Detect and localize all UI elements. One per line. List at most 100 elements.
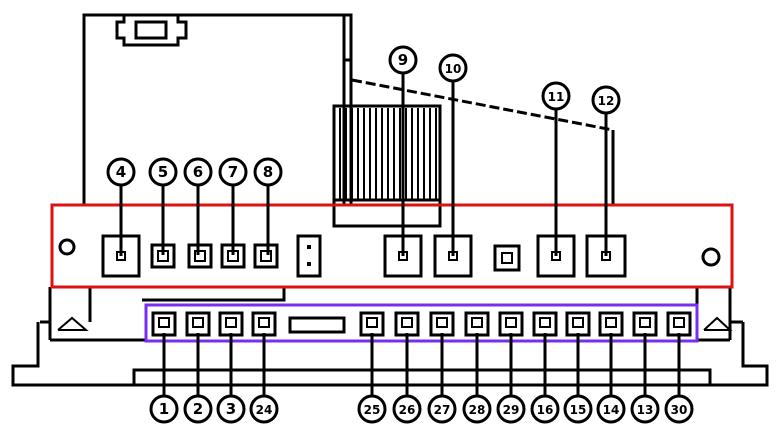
callout-bubble [249, 394, 279, 424]
callout-label: 29 [503, 403, 520, 417]
callout-label: 28 [469, 403, 486, 417]
callout-bubble [596, 394, 626, 424]
top-connectors [101, 234, 627, 278]
callout-label: 25 [364, 403, 381, 417]
callout-15: 15 [563, 394, 593, 424]
small-socket [253, 243, 279, 269]
callout-29: 29 [496, 394, 526, 424]
callout-label: 9 [398, 51, 408, 69]
callout-label: 2 [193, 400, 203, 418]
callout-bubble [106, 157, 136, 187]
callout-bubble [392, 394, 422, 424]
lid-handle [115, 15, 188, 47]
socket-pin [225, 317, 237, 328]
socket-pin [639, 317, 651, 328]
callout-8: 8 [253, 157, 283, 187]
socket-pin [194, 250, 206, 262]
socket-pin [673, 317, 685, 328]
top-connector-panel [50, 203, 734, 289]
strip-socket [185, 311, 211, 337]
callout-25: 25 [357, 394, 387, 424]
strip-socket [598, 311, 624, 337]
dual-slot [296, 234, 322, 278]
callout-27: 27 [427, 394, 457, 424]
callout-label: 1 [159, 400, 169, 418]
callout-label: 6 [193, 163, 203, 181]
callout-label: 13 [637, 403, 654, 417]
callout-bubble [388, 45, 418, 75]
strip-socket [532, 311, 558, 337]
callout-14: 14 [596, 394, 626, 424]
socket-pin [158, 317, 170, 328]
callout-label: 26 [399, 403, 416, 417]
device-base [11, 287, 769, 387]
socket-pin [539, 317, 551, 328]
callout-bubble [218, 157, 248, 187]
callout-6: 6 [183, 157, 213, 187]
callout-bubble [496, 394, 526, 424]
socket-pin [501, 252, 513, 264]
callout-label: 14 [603, 403, 620, 417]
vent-triangles [57, 316, 733, 331]
strip-socket [218, 311, 244, 337]
strip-socket [429, 311, 455, 337]
callout-label: 7 [228, 163, 238, 181]
strip-socket [359, 311, 385, 337]
callout-1: 1 [149, 394, 179, 424]
callout-bubble [664, 394, 694, 424]
callout-bubble [591, 85, 621, 115]
strip-socket [151, 311, 177, 337]
callout-label: 3 [226, 400, 236, 418]
callout-bubble [541, 81, 571, 111]
callout-label: 16 [537, 403, 554, 417]
callout-label: 4 [116, 163, 126, 181]
strip-socket [632, 311, 658, 337]
callout-24: 24 [249, 394, 279, 424]
callout-12: 12 [591, 85, 621, 115]
socket-pin [471, 317, 483, 328]
strip-blank-slot [288, 316, 346, 334]
callout-label: 10 [445, 62, 462, 76]
callout-10: 10 [438, 53, 468, 83]
socket-pin [436, 317, 448, 328]
callout-5: 5 [148, 157, 178, 187]
callout-bubble [216, 394, 246, 424]
small-socket [187, 243, 213, 269]
callout-30: 30 [664, 394, 694, 424]
callout-leaders [119, 73, 681, 396]
slot-dot [307, 262, 311, 266]
panel-holes [58, 238, 721, 267]
strip-socket [666, 311, 692, 337]
callout-9: 9 [388, 45, 418, 75]
callout-26: 26 [392, 394, 422, 424]
strip-socket [464, 311, 490, 337]
callout-label: 27 [434, 403, 451, 417]
callout-16: 16 [530, 394, 560, 424]
socket-pin [192, 317, 204, 328]
strip-socket [394, 311, 420, 337]
socket-pin [260, 250, 272, 262]
callout-bubble [357, 394, 387, 424]
callout-bubble [149, 394, 179, 424]
callout-label: 24 [256, 403, 273, 417]
callout-label: 30 [671, 403, 688, 417]
callout-3: 3 [216, 394, 246, 424]
callout-bubble [427, 394, 457, 424]
callout-bubble [530, 394, 560, 424]
socket-pin [401, 317, 413, 328]
callout-label: 11 [548, 90, 565, 104]
callout-7: 7 [218, 157, 248, 187]
strip-socket [498, 311, 524, 337]
callout-label: 5 [158, 163, 168, 181]
callout-label: 12 [598, 94, 615, 108]
heat-sink [332, 104, 442, 228]
callout-bubble [563, 394, 593, 424]
socket-pin [605, 317, 617, 328]
callout-bubble [183, 157, 213, 187]
callout-bubble [630, 394, 660, 424]
slot-dot [307, 245, 311, 249]
